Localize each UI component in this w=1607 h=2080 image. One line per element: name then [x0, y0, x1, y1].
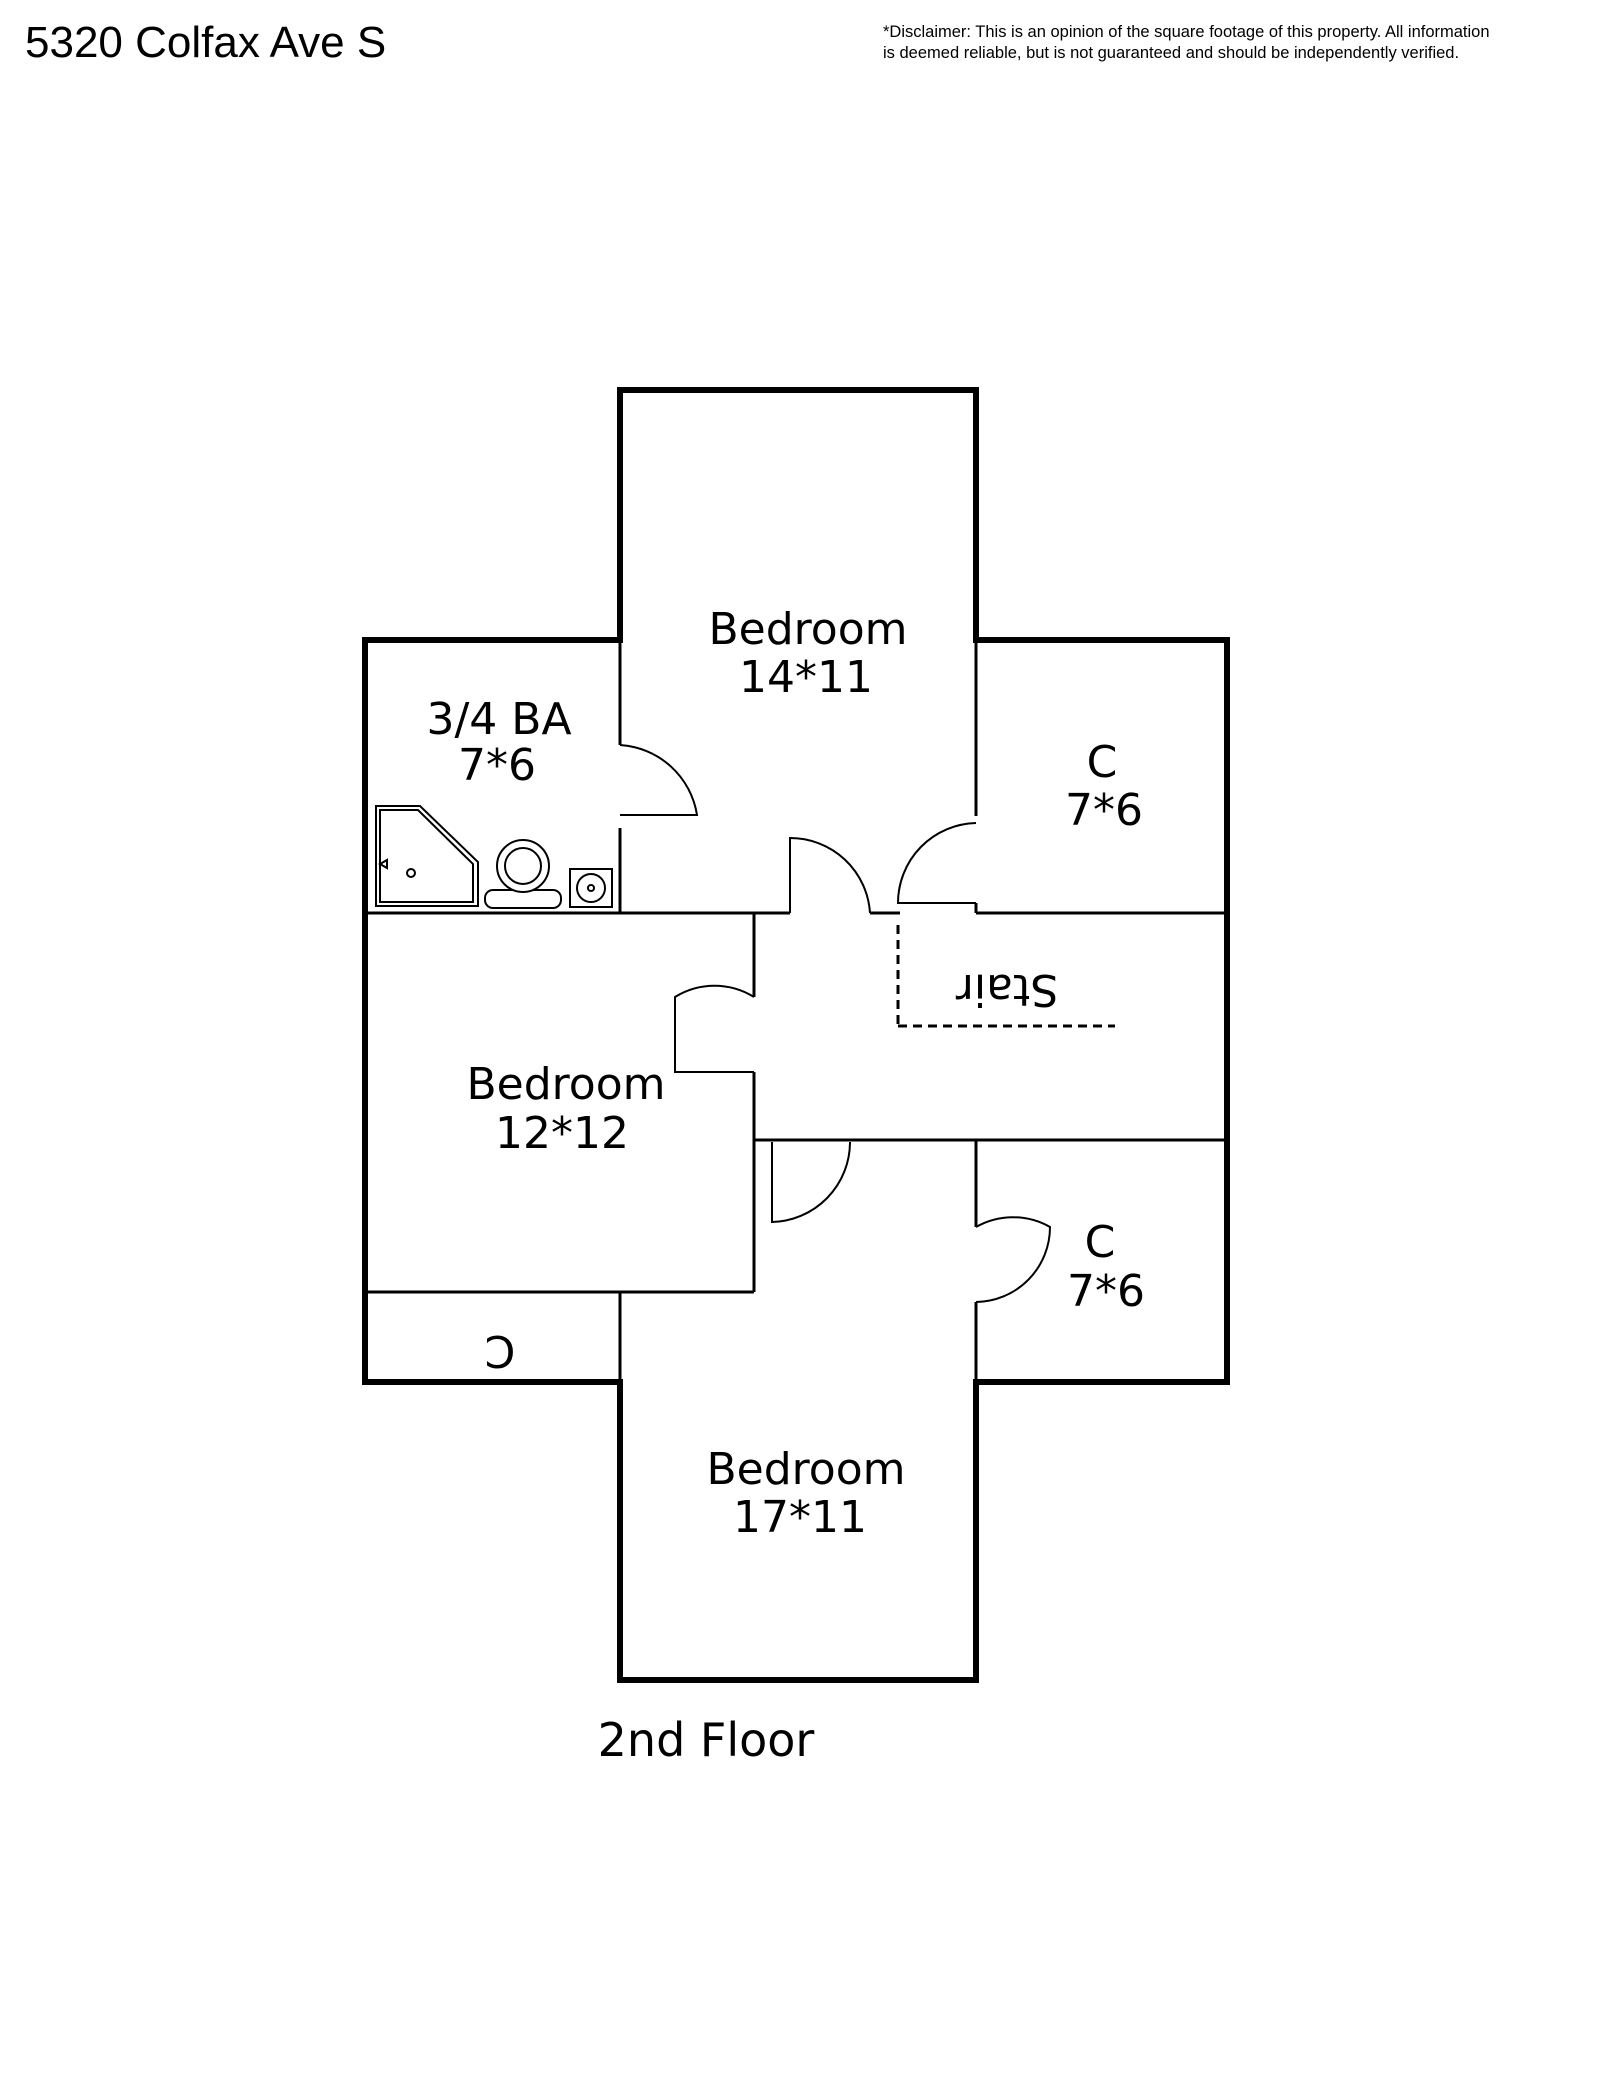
property-address: 5320 Colfax Ave S	[25, 18, 387, 67]
closet-upper-right-size: 7*6	[1065, 785, 1143, 836]
bath-label: 3/4 BA	[426, 694, 571, 745]
bedroom-top-label: Bedroom	[708, 604, 907, 655]
interior-walls	[365, 640, 1227, 1382]
closet-left-label: C	[485, 1325, 516, 1376]
stair-outline	[896, 925, 1115, 1028]
disclaimer-line-1: *Disclaimer: This is an opinion of the s…	[883, 23, 1490, 41]
bath-size: 7*6	[458, 740, 536, 791]
bedroom-left-label: Bedroom	[466, 1059, 665, 1110]
closet-lower-right-size: 7*6	[1067, 1266, 1145, 1317]
bedroom-bottom-size: 17*11	[733, 1492, 867, 1543]
floor-label: 2nd Floor	[598, 1713, 815, 1767]
door-swings	[619, 744, 1052, 1303]
bedroom-left-size: 12*12	[495, 1108, 629, 1159]
closet-lower-right-label: C	[1085, 1217, 1116, 1268]
bedroom-bottom-label: Bedroom	[706, 1444, 905, 1495]
disclaimer-line-2: is deemed reliable, but is not guarantee…	[883, 44, 1460, 62]
stair-label: Stair	[955, 964, 1058, 1015]
bath-fixtures	[375, 805, 613, 909]
disclaimer: *Disclaimer: This is an opinion of the s…	[883, 22, 1593, 64]
bedroom-top-size: 14*11	[739, 652, 873, 703]
closet-upper-right-label: C	[1087, 737, 1118, 788]
